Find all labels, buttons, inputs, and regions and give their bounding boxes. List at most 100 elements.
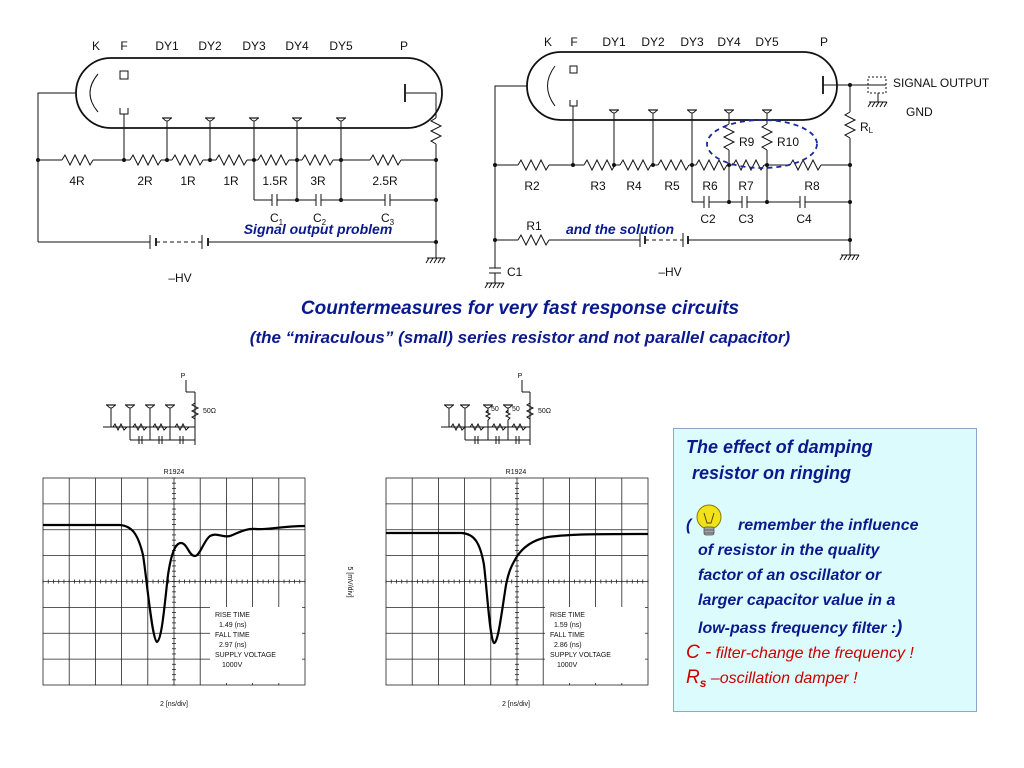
- resistor-label: R3: [590, 179, 606, 193]
- c1-label: C1: [507, 265, 523, 279]
- rise-time-label: RISE TIME: [215, 612, 250, 619]
- pin-label-dy2: DY2: [198, 39, 222, 53]
- mini-load-label: 50Ω: [538, 408, 551, 415]
- circuit-right: K F DY1 DY2 DY3 DY4 DY5 P SIGNAL OUTPUT …: [484, 35, 990, 289]
- pin-label-dy1: DY1: [602, 35, 626, 49]
- resistor-label: 2.5R: [372, 174, 398, 188]
- pin-label-dy3: DY3: [680, 35, 704, 49]
- fall-time-value: 2.86 (ns): [554, 642, 582, 649]
- main-subtitle: (the “miraculous” (small) series resisto…: [249, 328, 791, 347]
- fall-time-label: FALL TIME: [550, 632, 585, 639]
- pin-label-dy4: DY4: [285, 39, 309, 53]
- mini-schematic-left: P 50Ω: [103, 373, 216, 445]
- mini-damp-label: 50: [512, 406, 520, 413]
- resistor-label: R5: [664, 179, 680, 193]
- supply-label: SUPPLY VOLTAGE: [550, 652, 611, 659]
- highlight-ellipse: [706, 119, 818, 169]
- note-rs-line: Rs –oscillation damper !: [686, 667, 858, 690]
- cap-label: C3: [738, 212, 754, 226]
- note-line-2: of resistor in the quality: [698, 542, 880, 559]
- note-line-5: low-pass frequency filter :): [698, 617, 903, 637]
- rise-time-label: RISE TIME: [550, 612, 585, 619]
- resistor-label: R8: [804, 179, 820, 193]
- caption-problem: Signal output problem: [244, 221, 393, 237]
- oscilloscope-left: R1924 RISE TIME 1.49 (ns) FALL TIME 2.97…: [42, 469, 306, 708]
- cap-label: C2: [700, 212, 716, 226]
- circuit-left: K F DY1 DY2 DY3 DY4 DY5 P 4R 2R 1R 1R 1.…: [36, 39, 446, 285]
- oscilloscope-right: R1924 RISE TIME 1.59 (ns) FALL TIME 2.86…: [385, 469, 649, 708]
- cap-label: C3: [381, 211, 395, 227]
- y-axis-label: 5 [mV/div]: [346, 566, 353, 597]
- pin-label-dy5: DY5: [755, 35, 779, 49]
- dynode-2-left: [204, 117, 216, 127]
- ground-icon: [425, 257, 446, 264]
- supply-value: 1000V: [222, 662, 243, 669]
- hv-label-left: –HV: [168, 271, 191, 285]
- focus-electrode-right: [569, 65, 578, 74]
- note-title-2: resistor on ringing: [692, 463, 852, 483]
- resistor-label: R6: [702, 179, 718, 193]
- mini-load-label: 50Ω: [203, 408, 216, 415]
- note-line-4: larger capacitor value in a: [698, 592, 896, 609]
- dynode-5-left: [335, 117, 347, 127]
- x-axis-label: 2 [ns/div]: [160, 701, 188, 708]
- cap-label: C1: [270, 211, 284, 227]
- dynode-3-left: [248, 117, 260, 127]
- resistor-r1: [517, 233, 550, 247]
- r10-label: R10: [777, 135, 799, 149]
- resistor-label: 4R: [69, 174, 85, 188]
- cathode-left: [89, 73, 99, 113]
- gnd-label: GND: [906, 105, 933, 119]
- note-line-1: remember the influence: [738, 517, 919, 534]
- dynode-1-right: [608, 109, 620, 119]
- pin-label-dy2: DY2: [641, 35, 665, 49]
- signal-output-label: SIGNAL OUTPUT: [893, 76, 990, 90]
- resistor-label: 1.5R: [262, 174, 288, 188]
- pin-label-dy4: DY4: [717, 35, 741, 49]
- rl-label: RL: [860, 120, 874, 135]
- light-bulb-icon: [696, 504, 722, 536]
- dynode-4-left: [291, 117, 303, 127]
- note-open-paren: (: [686, 517, 692, 534]
- cap-label: C4: [796, 212, 812, 226]
- dynode-5-right: [761, 109, 773, 119]
- main-title: Countermeasures for very fast response c…: [300, 298, 740, 319]
- resistor-label: 3R: [310, 174, 326, 188]
- r9-label: R9: [739, 135, 755, 149]
- fall-time-label: FALL TIME: [215, 632, 250, 639]
- dynode-2-right: [647, 109, 659, 119]
- resistor-label: R7: [738, 179, 754, 193]
- pin-label-p: P: [400, 39, 408, 53]
- pin-label-k: K: [544, 35, 552, 49]
- mini-damp-label: 50: [491, 406, 499, 413]
- damping-note-box: The effect of damping resistor on ringin…: [673, 428, 977, 712]
- note-line-3: factor of an oscillator or: [698, 567, 882, 584]
- pin-label-p: P: [820, 35, 828, 49]
- mini-p-label: P: [518, 373, 523, 380]
- pin-label-f: F: [120, 39, 127, 53]
- rise-time-value: 1.49 (ns): [219, 622, 247, 629]
- resistor-label: 1R: [180, 174, 196, 188]
- pin-label-k: K: [92, 39, 100, 53]
- pin-label-dy5: DY5: [329, 39, 353, 53]
- resistor-label: 1R: [223, 174, 239, 188]
- pin-label-f: F: [570, 35, 577, 49]
- pin-label-dy1: DY1: [155, 39, 179, 53]
- load-resistor-left: [429, 117, 443, 145]
- cathode-right: [547, 65, 556, 107]
- x-axis-label: 2 [ns/div]: [502, 701, 530, 708]
- supply-label: SUPPLY VOLTAGE: [215, 652, 276, 659]
- mini-schematic-right: P 50Ω 50 50: [441, 373, 551, 445]
- rise-time-value: 1.59 (ns): [554, 622, 582, 629]
- fall-time-value: 2.97 (ns): [219, 642, 247, 649]
- damping-resistor-r10: [760, 123, 774, 151]
- note-title-1: The effect of damping: [686, 437, 873, 457]
- supply-value: 1000V: [557, 662, 578, 669]
- hv-label-right: –HV: [658, 265, 681, 279]
- scope-name: R1924: [164, 469, 185, 476]
- resistor-label: 2R: [137, 174, 153, 188]
- waveform-damped: [386, 531, 649, 645]
- focus-electrode-left: [119, 70, 129, 80]
- note-c-line: C - filter-change the frequency !: [686, 642, 914, 663]
